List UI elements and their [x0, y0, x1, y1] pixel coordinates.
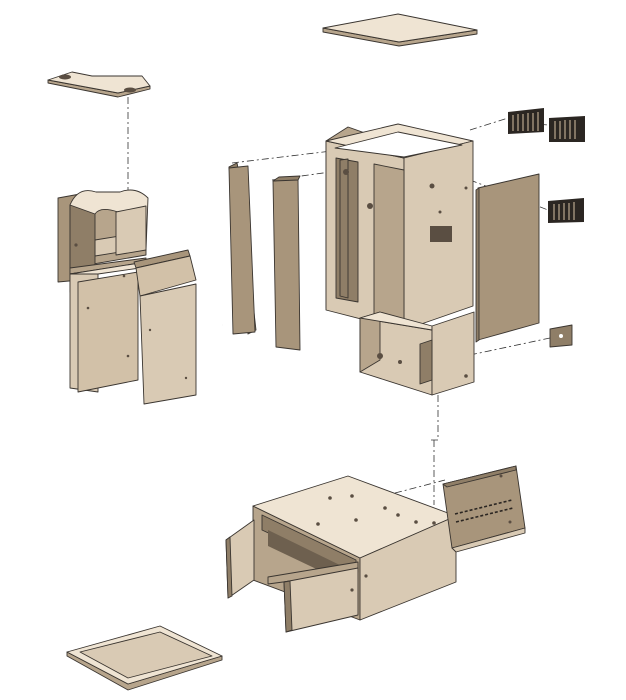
upper-frame-cabinet	[325, 123, 474, 331]
vent-grille-2	[549, 116, 585, 142]
side-panel-left-b	[272, 175, 301, 351]
left-column-top-bracket	[47, 71, 151, 98]
left-column-door-panel	[133, 249, 197, 405]
base-right-rail-panel	[442, 465, 526, 553]
right-side-panel	[475, 173, 540, 343]
left-column-assembly	[57, 189, 149, 393]
base-cabinet	[252, 475, 457, 621]
side-panel-left-a	[228, 162, 257, 335]
vent-grille-3	[548, 198, 584, 223]
vent-grille-1	[508, 108, 544, 134]
base-left-door	[225, 519, 255, 599]
lower-box-cabinet	[359, 311, 475, 396]
top-cover-panel	[322, 13, 478, 47]
base-front-door	[267, 561, 359, 633]
small-plate	[549, 324, 573, 348]
bottom-tray	[66, 625, 223, 691]
